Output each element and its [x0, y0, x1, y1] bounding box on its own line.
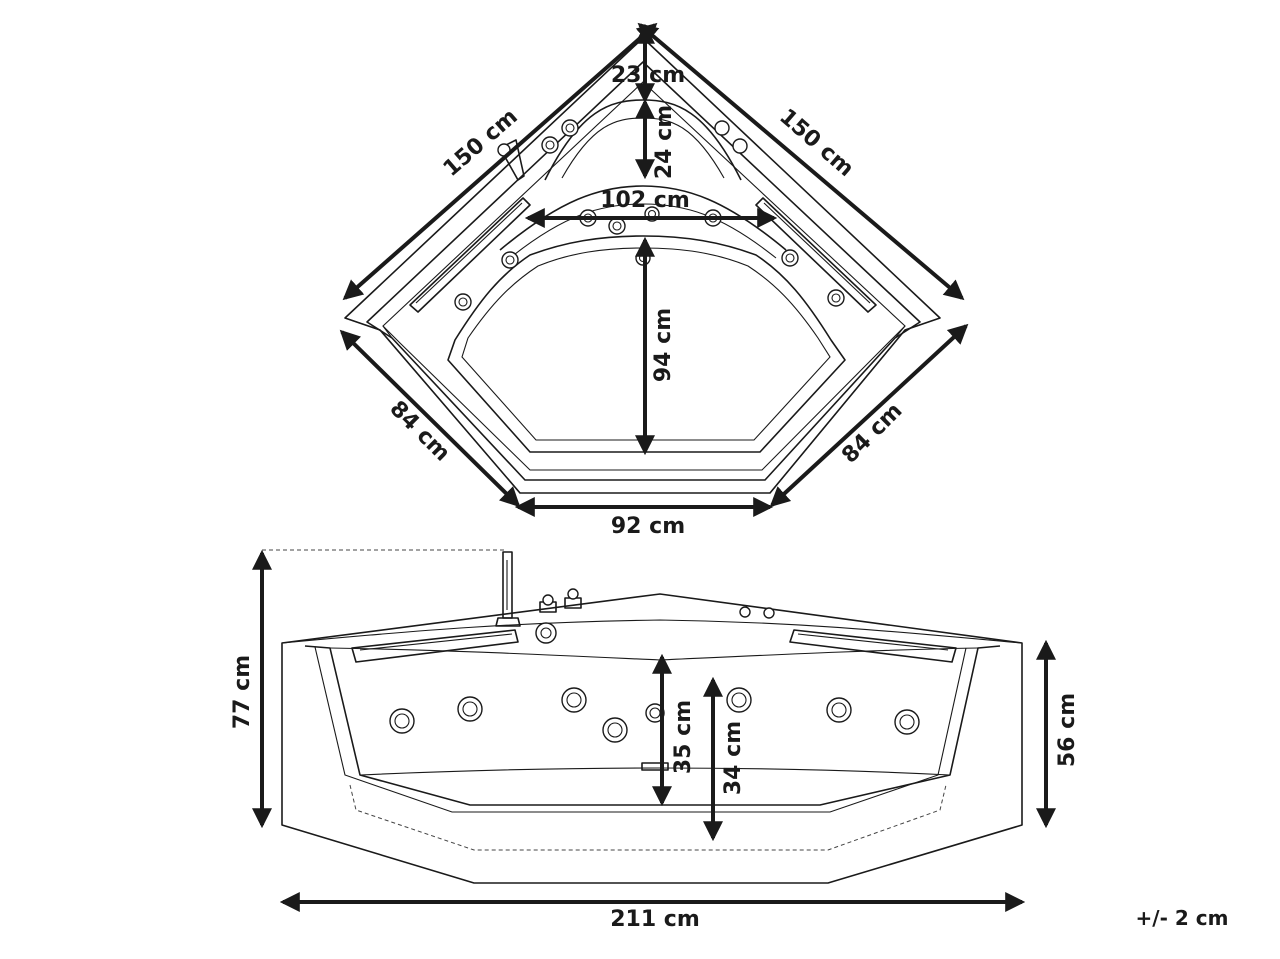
jets-top — [454, 206, 845, 311]
label-height-77: 77 cm — [230, 655, 255, 729]
tub-side-outline — [281, 593, 1023, 884]
label-rim-23: 23 cm — [611, 63, 685, 88]
label-width-211: 211 cm — [610, 907, 700, 932]
label-height-56: 56 cm — [1055, 693, 1080, 767]
valve-2 — [561, 119, 579, 137]
top-view: 150 cm 150 cm 84 cm 84 cm 92 cm 23 cm 24… — [339, 22, 969, 539]
label-ledge-24: 24 cm — [652, 105, 677, 179]
label-right-150: 150 cm — [774, 104, 858, 182]
label-seat-102: 102 cm — [600, 188, 690, 213]
tolerance-note: +/- 2 cm — [1136, 906, 1229, 930]
side-view: 77 cm 56 cm 35 cm 34 cm 211 cm — [230, 549, 1080, 932]
jets-side — [389, 687, 920, 743]
dim-arrow-right-150 — [637, 22, 965, 301]
label-depth-94: 94 cm — [651, 308, 676, 382]
dim-arrow-lower-right-84 — [769, 323, 969, 508]
dim-arrow-left-150 — [342, 22, 658, 301]
label-depth-34: 34 cm — [721, 721, 746, 795]
label-front-92: 92 cm — [611, 514, 685, 539]
dim-arrow-lower-left-84 — [339, 329, 521, 508]
valve-1 — [541, 136, 559, 154]
tub-side-basin — [304, 645, 1001, 806]
label-depth-35: 35 cm — [671, 700, 696, 774]
